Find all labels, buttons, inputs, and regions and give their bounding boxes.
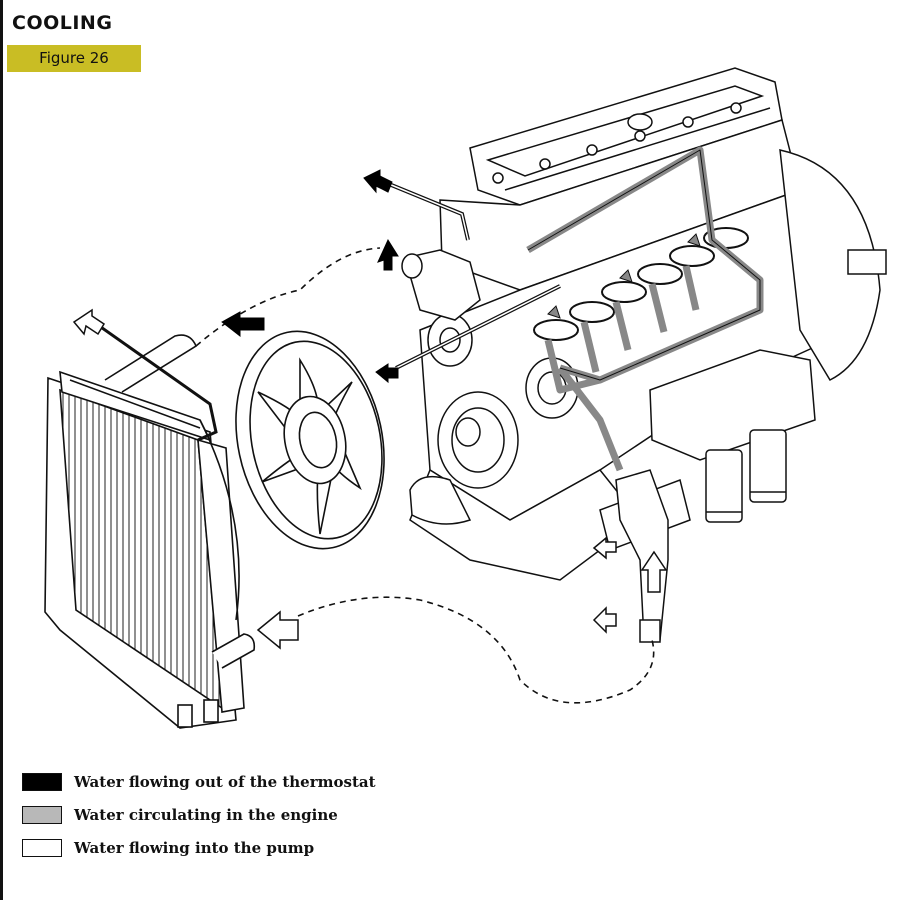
legend-item-pump-in: Water flowing into the pump [22,838,314,858]
upper-hose-route [195,247,381,347]
flow-arrows-engine [547,233,701,319]
legend-label: Water flowing out of the thermostat [74,773,376,791]
section-title: COOLING [12,12,113,34]
legend-label: Water flowing into the pump [74,839,315,857]
engine-coolant-passage-outline [527,149,761,381]
figure-label: Figure 26 [7,45,141,72]
legend-swatch-black [22,773,62,791]
flow-arrows-thermostat-out [221,169,399,384]
legend-swatch-white [22,839,62,857]
lower-hose-route [297,596,655,704]
legend-item-thermostat-out: Water flowing out of the thermostat [22,772,376,792]
legend-swatch-gray [22,806,62,824]
cooling-fan [235,330,385,550]
legend-item-engine: Water circulating in the engine [22,805,338,825]
left-margin-rule [0,0,3,900]
engine-block [401,67,887,581]
radiator [44,316,256,729]
flow-arrows-pump-in [72,308,668,650]
legend-label: Water circulating in the engine [74,806,338,824]
pump-inlet-pipe [615,469,669,643]
